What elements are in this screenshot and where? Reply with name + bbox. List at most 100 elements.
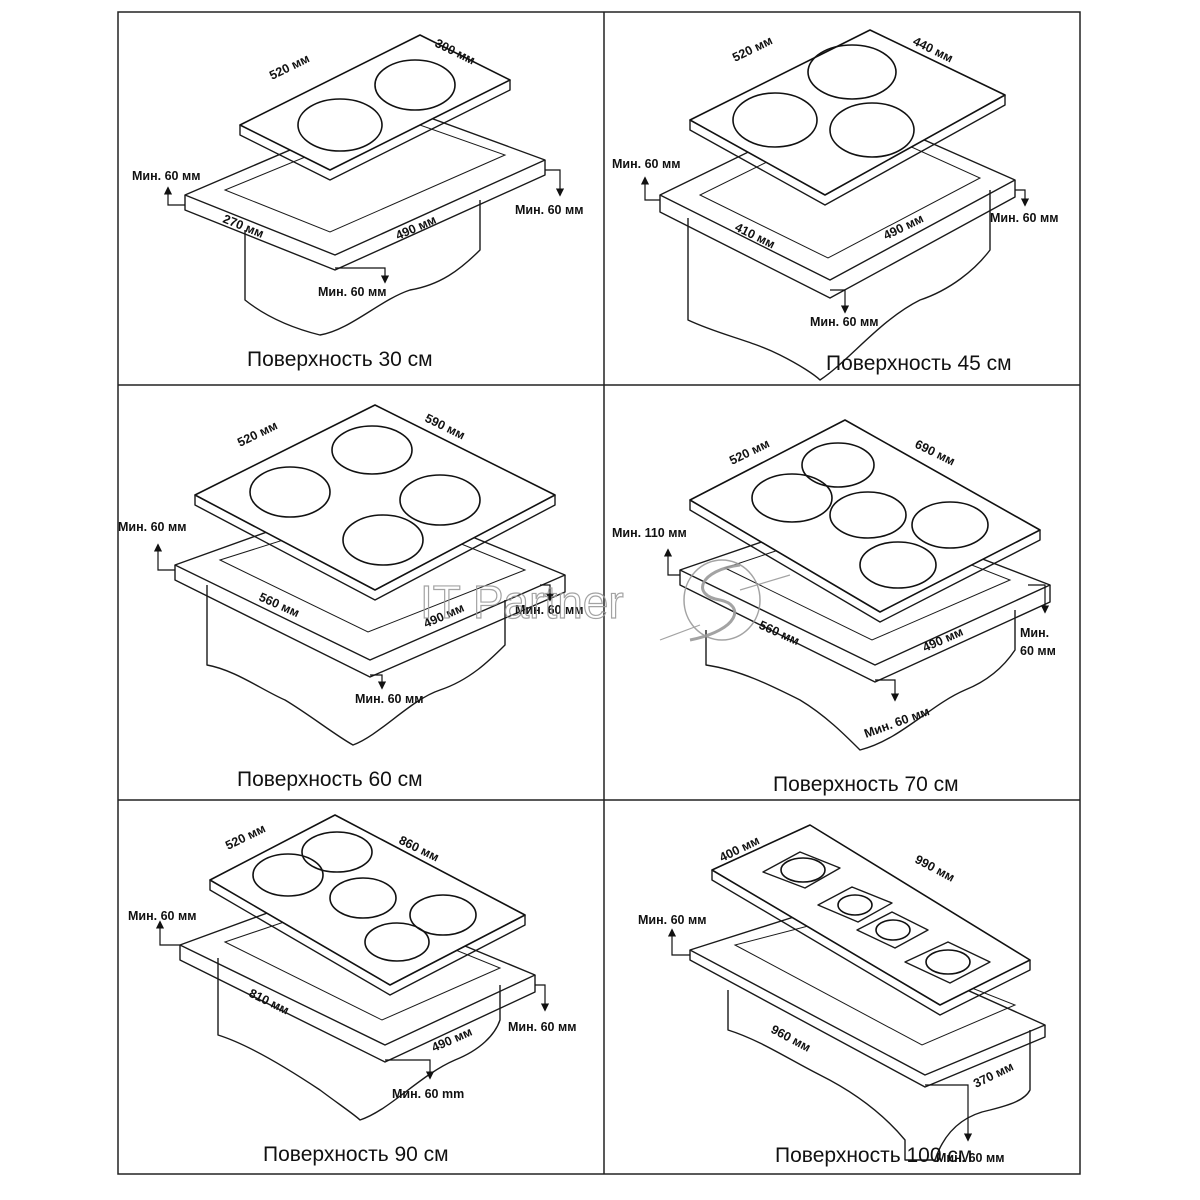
- swoosh-s-logo: [659, 559, 791, 642]
- dim-depth: 520 мм: [235, 418, 280, 449]
- arrow-back: [667, 928, 690, 956]
- burner: [331, 425, 413, 475]
- burner: [875, 919, 911, 941]
- arrow-side: [535, 984, 550, 1012]
- arrow-front: [335, 267, 390, 284]
- burner: [374, 59, 456, 111]
- burner: [364, 922, 430, 962]
- burner: [252, 853, 324, 897]
- panel-45cm: 520 мм 440 мм 410 мм 490 мм Мин. 60 мм М…: [612, 29, 1058, 381]
- caption: Поверхность 45 см: [826, 352, 1012, 375]
- burner: [925, 949, 971, 975]
- watermark-text: IT Partner: [420, 576, 624, 628]
- arrow-front: [385, 1059, 435, 1080]
- burner: [329, 877, 397, 919]
- min-side-label: Мин. 60 мм: [508, 1020, 576, 1034]
- arrow-side: [545, 169, 565, 197]
- cutout: [733, 924, 1017, 1046]
- hob-edge: [689, 95, 1006, 206]
- min-front-label: Мин. 60 мм: [936, 1151, 1004, 1165]
- burner: [249, 466, 331, 518]
- burner: [780, 857, 826, 883]
- min-back-label: Мин. 60 мм: [118, 520, 186, 534]
- min-side-label-b: 60 мм: [1020, 644, 1056, 658]
- cabinet-body: [206, 585, 506, 746]
- cabinet-body: [727, 990, 1031, 1161]
- min-back-label: Мин. 110 мм: [612, 526, 687, 540]
- countertop-edge: [679, 570, 1051, 683]
- dim-depth: 520 мм: [730, 33, 775, 64]
- min-back-label: Мин. 60 мм: [128, 909, 196, 923]
- burner-zone: [817, 886, 893, 923]
- min-side-label: Мин. 60 мм: [990, 211, 1058, 225]
- arrow-front: [925, 1084, 973, 1142]
- watermark: IT Partner: [419, 559, 791, 642]
- burner: [399, 474, 481, 526]
- arrow-front: [370, 674, 387, 690]
- panel-grid: [117, 11, 1081, 1175]
- arrow-back: [640, 176, 660, 201]
- min-back-label: Мин. 60 мм: [132, 169, 200, 183]
- dim-width: 990 мм: [913, 852, 957, 884]
- burner: [409, 894, 477, 936]
- min-side-label: Мин. 60 мм: [515, 603, 583, 617]
- min-back-label: Мин. 60 мм: [612, 157, 680, 171]
- burner: [751, 473, 833, 523]
- min-side-label-a: Мин.: [1020, 626, 1049, 640]
- burner: [911, 501, 989, 549]
- panel-70cm: 520 мм 690 мм 560 мм 490 мм Мин. 110 мм …: [612, 419, 1056, 796]
- min-side-label: Мин. 60 мм: [515, 203, 583, 217]
- panel-90cm: 520 мм 860 мм 810 мм 490 мм Мин. 60 мм М…: [128, 814, 576, 1166]
- burner: [301, 831, 373, 873]
- min-front-label: Мин. 60 мм: [318, 285, 386, 299]
- burner: [829, 102, 915, 158]
- hob-edge: [239, 80, 511, 181]
- countertop-edge: [689, 950, 1046, 1088]
- arrow-back: [663, 548, 680, 576]
- burner-zone: [904, 941, 991, 984]
- arrow-back: [155, 920, 180, 946]
- countertop-edge: [659, 180, 1016, 299]
- burner: [829, 491, 907, 539]
- panel-30cm: 520 мм 300 мм 270 мм 490 мм Мин. 60 мм М…: [132, 34, 583, 371]
- panel-60cm: 520 мм 590 мм 560 мм 490 мм Мин. 60 мм М…: [118, 404, 583, 791]
- panel-100cm: 400 мм 990 мм 960 мм 370 мм Мин. 60 мм М…: [638, 824, 1046, 1167]
- hob-edge: [689, 500, 1041, 623]
- hob-edge: [711, 870, 1031, 1016]
- arrow-side: [1028, 584, 1050, 614]
- burner: [859, 541, 937, 589]
- burner-zone: [856, 911, 929, 949]
- arrow-side: [1015, 189, 1030, 207]
- arrow-back: [163, 186, 185, 206]
- cabinet-body: [705, 610, 1016, 751]
- caption: Поверхность 100 см: [775, 1144, 972, 1167]
- burner: [342, 514, 424, 566]
- dim-depth: 520 мм: [223, 821, 268, 852]
- min-front-label: Мин. 60 мм: [355, 692, 423, 706]
- caption: Поверхность 90 см: [263, 1143, 449, 1166]
- arrow-front: [830, 289, 850, 314]
- burner: [807, 44, 897, 100]
- hob-edge: [194, 495, 556, 601]
- burner: [837, 894, 873, 916]
- cabinet-body: [687, 190, 991, 381]
- min-front-label: Мин. 60 mm: [392, 1087, 464, 1101]
- caption: Поверхность 30 см: [247, 348, 433, 371]
- burner: [801, 442, 875, 488]
- burner: [297, 98, 383, 152]
- min-front-label: Мин. 60 мм: [810, 315, 878, 329]
- dim-cut-width: 270 мм: [221, 212, 266, 241]
- burner-zone: [762, 851, 841, 889]
- countertop-edge: [179, 945, 536, 1063]
- arrow-side: [540, 584, 555, 602]
- burner: [732, 92, 818, 148]
- caption: Поверхность 70 см: [773, 773, 959, 796]
- min-back-label: Мин. 60 мм: [638, 913, 706, 927]
- hob-edge: [209, 880, 526, 996]
- outer-frame: [117, 11, 1081, 1175]
- countertop-edge: [174, 565, 566, 678]
- caption: Поверхность 60 см: [237, 768, 423, 791]
- dim-depth: 520 мм: [267, 51, 312, 82]
- arrow-back: [153, 543, 175, 571]
